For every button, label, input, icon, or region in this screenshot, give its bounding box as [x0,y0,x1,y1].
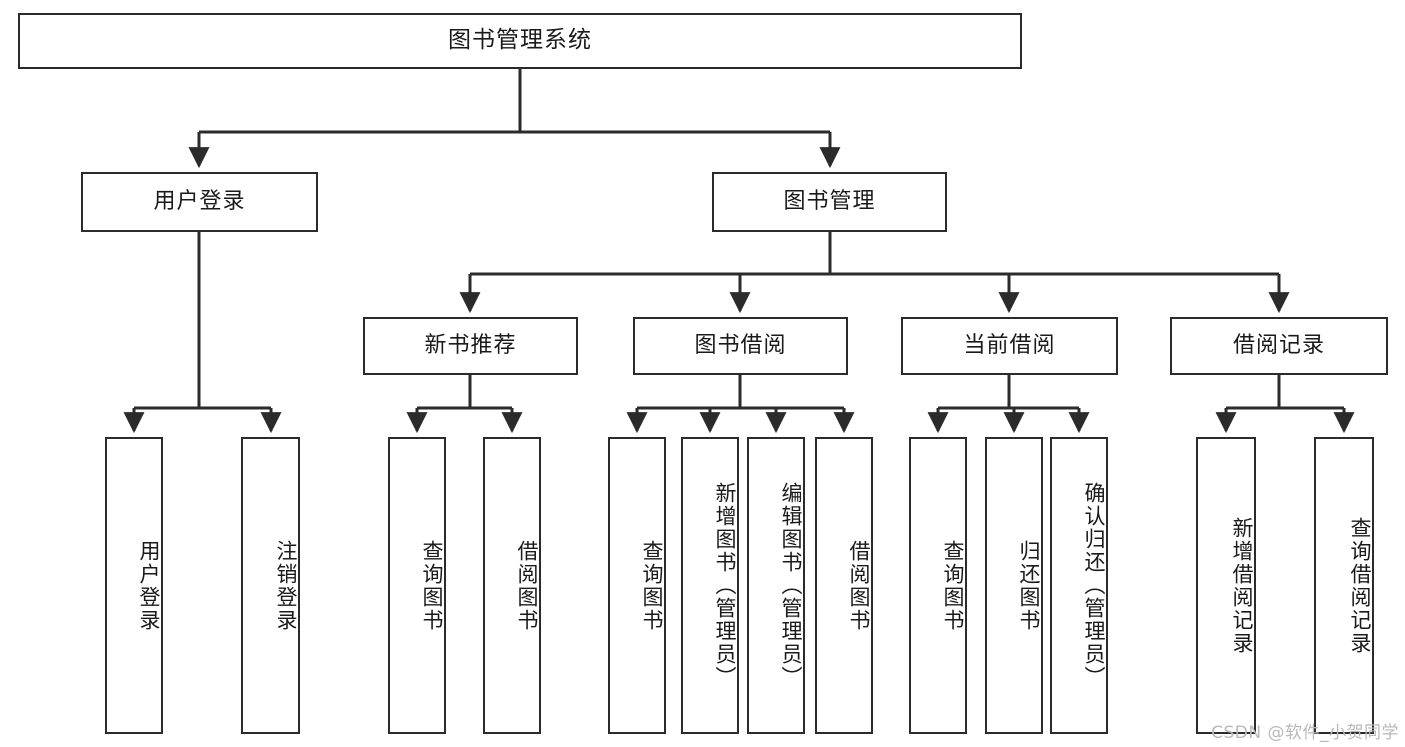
node-label: 用户登录 [153,188,246,214]
node-label: 新增借阅记录 [1230,516,1254,655]
node-leaf-logout[interactable]: 注销登录 [241,437,300,734]
node-label: 图书管理系统 [448,27,592,54]
node-label: 归还图书 [1017,539,1041,632]
node-leaf-borrow-book-2[interactable]: 借阅图书 [815,437,873,734]
node-label: 借阅记录 [1232,332,1325,358]
node-leaf-query-record[interactable]: 查询借阅记录 [1314,437,1374,734]
node-label: 注销登录 [274,539,298,632]
node-label: 新增图书（管理员） [713,482,737,689]
node-root-system[interactable]: 图书管理系统 [18,13,1022,69]
node-current-borrow[interactable]: 当前借阅 [901,317,1118,375]
node-label: 用户登录 [137,539,161,632]
node-borrow-record[interactable]: 借阅记录 [1170,317,1388,375]
node-label: 借阅图书 [515,539,539,632]
node-leaf-query-book-1[interactable]: 查询图书 [388,437,446,734]
node-label: 借阅图书 [847,539,871,632]
node-leaf-user-login[interactable]: 用户登录 [105,437,163,734]
node-leaf-add-record[interactable]: 新增借阅记录 [1196,437,1256,734]
node-leaf-add-book[interactable]: 新增图书（管理员） [681,437,739,734]
node-leaf-return-book[interactable]: 归还图书 [985,437,1043,734]
node-leaf-borrow-book-1[interactable]: 借阅图书 [483,437,541,734]
node-leaf-query-book-3[interactable]: 查询图书 [909,437,967,734]
node-label: 查询图书 [420,539,444,632]
node-user-login[interactable]: 用户登录 [81,172,318,232]
node-label: 新书推荐 [424,332,517,358]
node-label: 图书管理 [783,188,876,214]
node-label: 图书借阅 [694,332,787,358]
node-new-book-recommend[interactable]: 新书推荐 [363,317,578,375]
node-book-manage[interactable]: 图书管理 [712,172,947,232]
node-label: 当前借阅 [963,332,1056,358]
node-label: 确认归还（管理员） [1082,482,1106,689]
node-label: 查询图书 [640,539,664,632]
node-book-borrow[interactable]: 图书借阅 [633,317,848,375]
watermark: CSDN @软件_小贺同学 [1211,723,1399,743]
node-label: 查询借阅记录 [1348,516,1372,655]
node-label: 查询图书 [941,539,965,632]
node-label: 编辑图书（管理员） [779,482,803,689]
node-leaf-query-book-2[interactable]: 查询图书 [608,437,666,734]
node-leaf-confirm-return[interactable]: 确认归还（管理员） [1050,437,1108,734]
node-leaf-edit-book[interactable]: 编辑图书（管理员） [747,437,805,734]
